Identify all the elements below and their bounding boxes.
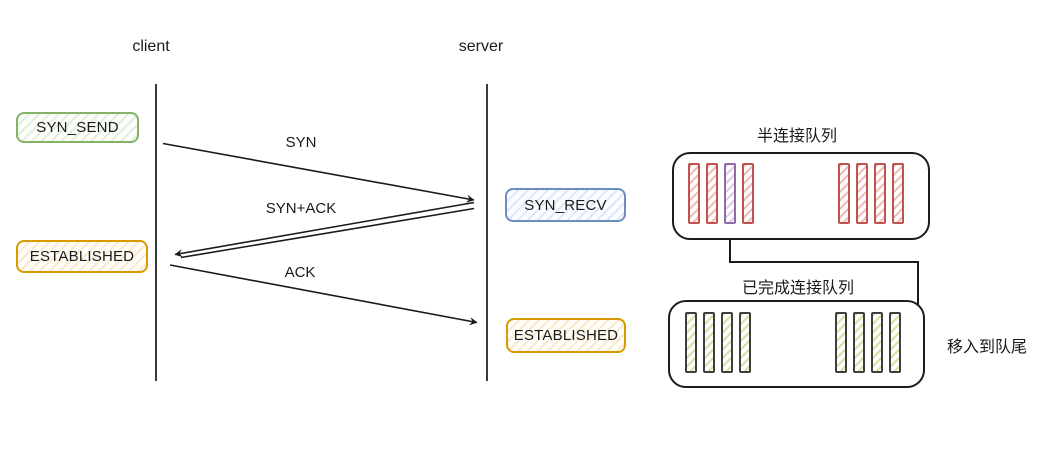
state-box-client-established: ESTABLISHED bbox=[16, 240, 148, 273]
move-to-tail-note: 移入到队尾 bbox=[947, 339, 1028, 356]
red-queue-slot bbox=[892, 163, 904, 224]
half-open-queue-left-slots bbox=[688, 163, 754, 224]
syn-ack-message-label: SYN+ACK bbox=[265, 200, 337, 217]
state-box-server-established: ESTABLISHED bbox=[506, 318, 626, 353]
green-queue-slot bbox=[721, 312, 733, 373]
syn-arrow bbox=[162, 142, 475, 203]
syn-ack-arrow-second-line bbox=[180, 207, 475, 259]
green-queue-slot bbox=[685, 312, 697, 373]
accepted-queue-right-slots bbox=[835, 312, 901, 373]
green-queue-slot bbox=[835, 312, 847, 373]
green-queue-slot bbox=[703, 312, 715, 373]
server-label: server bbox=[458, 38, 504, 55]
state-box-syn-send: SYN_SEND bbox=[16, 112, 139, 143]
ack-message-label: ACK bbox=[284, 264, 316, 281]
green-queue-slot bbox=[871, 312, 883, 373]
red-queue-slot bbox=[742, 163, 754, 224]
purple-queue-slot bbox=[724, 163, 736, 224]
green-queue-slot bbox=[853, 312, 865, 373]
red-queue-slot bbox=[874, 163, 886, 224]
state-box-syn-recv: SYN_RECV bbox=[505, 188, 626, 222]
green-queue-slot bbox=[889, 312, 901, 373]
red-queue-slot bbox=[856, 163, 868, 224]
client-label: client bbox=[132, 38, 170, 55]
accepted-queue-left-slots bbox=[685, 312, 751, 373]
syn-message-label: SYN bbox=[285, 134, 317, 151]
red-queue-slot bbox=[688, 163, 700, 224]
red-queue-slot bbox=[838, 163, 850, 224]
accepted-queue-title: 已完成连接队列 bbox=[741, 280, 855, 297]
ack-arrow bbox=[169, 264, 478, 326]
syn-ack-arrow bbox=[174, 201, 475, 258]
half-open-queue-right-slots bbox=[838, 163, 904, 224]
green-queue-slot bbox=[739, 312, 751, 373]
red-queue-slot bbox=[706, 163, 718, 224]
half-open-queue-title: 半连接队列 bbox=[756, 128, 838, 145]
